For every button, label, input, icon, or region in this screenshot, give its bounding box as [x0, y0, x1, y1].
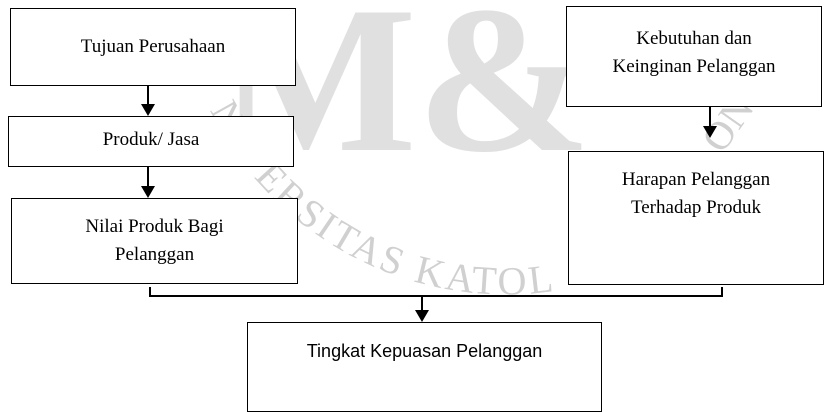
box-nilai-line2: Pelanggan: [114, 244, 195, 265]
arrowhead-nilai: [141, 186, 155, 198]
box-harapan-pelanggan: Harapan Pelanggan Terhadap Produk: [568, 151, 824, 285]
box-tujuan-label: Tujuan Perusahaan: [80, 36, 226, 57]
box-harapan-line2: Terhadap Produk: [630, 197, 762, 218]
box-kebutuhan-line2: Keinginan Pelanggan: [612, 56, 776, 77]
bracket-connector: [149, 287, 723, 297]
arrowhead-produk: [141, 104, 155, 116]
arrowhead-kepuasan: [415, 310, 429, 322]
box-kebutuhan-line1: Kebutuhan dan: [636, 28, 752, 49]
box-kepuasan-label: Tingkat Kepuasan Pelanggan: [306, 341, 543, 361]
box-nilai-line1: Nilai Produk Bagi: [85, 216, 224, 237]
flow-connectors: [141, 86, 723, 322]
box-produk-jasa: Produk/ Jasa: [8, 116, 294, 167]
box-harapan-line1: Harapan Pelanggan: [621, 169, 771, 190]
box-produk-label: Produk/ Jasa: [102, 129, 200, 150]
box-kebutuhan-keinginan: Kebutuhan dan Keinginan Pelanggan: [566, 6, 822, 107]
arrowhead-harapan: [703, 126, 717, 138]
box-tujuan-perusahaan: Tujuan Perusahaan: [10, 8, 296, 86]
box-nilai-produk: Nilai Produk Bagi Pelanggan: [11, 198, 298, 284]
